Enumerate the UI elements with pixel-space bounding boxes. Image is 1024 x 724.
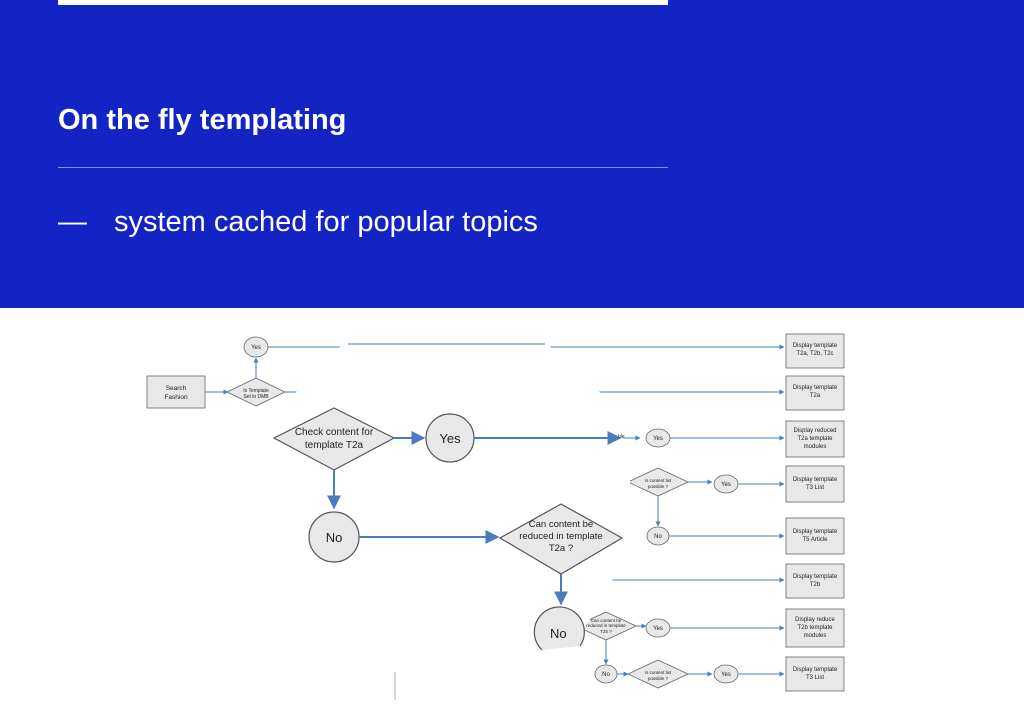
is-template-set-decision bbox=[226, 377, 286, 407]
output-t5-article-line-1: Display template bbox=[793, 529, 838, 535]
output-t3-list-2-line-2: T3 List bbox=[806, 675, 824, 681]
is-template-set-label-2: Set in DMB bbox=[243, 394, 269, 400]
search-fashion-label-1: Search bbox=[166, 385, 187, 392]
right-yes-label-2: Yes bbox=[721, 482, 731, 488]
search-fashion-label-2: Fashion bbox=[164, 394, 188, 401]
output-t2b-reduced-line-2: T2b template bbox=[797, 625, 833, 631]
reduce-t2b-label-2: reduced in template bbox=[586, 623, 626, 628]
top-yes-label: Yes bbox=[251, 345, 261, 351]
right-no-label-1: No bbox=[654, 534, 662, 540]
output-t2a: Display template T2a bbox=[785, 375, 845, 411]
right-yes-label-4: Yes bbox=[721, 672, 731, 678]
output-t2b-line-1: Display template bbox=[793, 574, 838, 580]
list-possible-1-label-1: Is content list bbox=[645, 478, 672, 483]
reduce-t2b-label-3: T2b ? bbox=[600, 629, 612, 634]
check-content-label-1: Check content for bbox=[295, 427, 374, 438]
reduce-t2b-label-1: Can content be bbox=[591, 618, 622, 623]
output-t2abc-line-2: T2a, T2b, T2c bbox=[796, 351, 833, 357]
output-t2b-line-2: T2b bbox=[810, 582, 821, 588]
bullet-dash: — bbox=[58, 206, 87, 238]
reduce-t2a-label-2: reduced in template bbox=[519, 531, 602, 542]
list-possible-decision-2 bbox=[627, 659, 689, 689]
magnifier-lens: Check content for template T2a Yes ble N… bbox=[264, 315, 631, 700]
list-possible-1-label-2: possible ? bbox=[648, 484, 669, 489]
reduce-t2a-label-3: T2a ? bbox=[549, 543, 573, 554]
output-t3-list-1: Display template T3 List bbox=[785, 465, 845, 503]
output-t5-article-line-2: T5 Article bbox=[802, 537, 828, 543]
bullet-text: system cached for popular topics bbox=[114, 206, 538, 238]
cut-off-label: ble bbox=[618, 434, 625, 440]
lower-no-node bbox=[533, 606, 585, 651]
output-t3-list-1-line-2: T3 List bbox=[806, 485, 824, 491]
right-no-label-2: No bbox=[602, 672, 610, 678]
output-t2a-reduced-line-1: Display reduced bbox=[793, 428, 836, 434]
top-accent-bar bbox=[58, 0, 668, 5]
bullet-item: — system cached for popular topics bbox=[58, 206, 538, 239]
flowchart-diagram: Search Fashion Is Template Set in DMB Ye… bbox=[146, 315, 845, 700]
output-t2a-reduced-line-3: modules bbox=[804, 444, 827, 450]
right-yes-label-3: Yes bbox=[653, 626, 663, 632]
output-t2a-reduced-line-2: T2a template bbox=[797, 436, 833, 442]
output-t2b: Display template T2b bbox=[785, 563, 845, 599]
output-t2abc: Display template T2a, T2b, T2c bbox=[785, 333, 845, 369]
output-boxes: Display template T2a, T2b, T2c Display t… bbox=[785, 333, 845, 692]
slide-title: On the fly templating bbox=[58, 104, 347, 136]
output-t2b-reduced: Display reduce T2b template modules bbox=[785, 608, 845, 648]
main-yes-label: Yes bbox=[439, 431, 461, 446]
output-t2b-reduced-line-3: modules bbox=[804, 633, 827, 639]
list-possible-2-label-1: Is content list bbox=[645, 670, 672, 675]
output-t2abc-line-1: Display template bbox=[793, 343, 838, 349]
output-t3-list-1-line-1: Display template bbox=[793, 477, 838, 483]
output-t2b-reduced-line-1: Display reduce bbox=[795, 617, 835, 623]
list-possible-2-label-2: possible ? bbox=[648, 676, 669, 681]
check-content-label-2: template T2a bbox=[305, 440, 364, 451]
is-template-set-label-1: Is Template bbox=[243, 388, 269, 394]
main-no-label: No bbox=[326, 530, 343, 545]
title-banner bbox=[0, 0, 1024, 308]
output-t3-list-2-line-1: Display template bbox=[793, 667, 838, 673]
reduce-t2a-label-1: Can content be bbox=[529, 519, 593, 530]
lower-no-label: No bbox=[550, 626, 567, 641]
output-t2a-line-1: Display template bbox=[793, 385, 838, 391]
output-t5-article: Display template T5 Article bbox=[785, 517, 845, 555]
right-yes-label-1: Yes bbox=[653, 436, 663, 442]
output-t2a-reduced: Display reduced T2a template modules bbox=[785, 420, 845, 458]
output-t3-list-2: Display template T3 List bbox=[785, 656, 845, 692]
search-fashion-node bbox=[146, 375, 206, 409]
output-t2a-line-2: T2a bbox=[810, 393, 821, 399]
title-divider bbox=[58, 167, 668, 168]
